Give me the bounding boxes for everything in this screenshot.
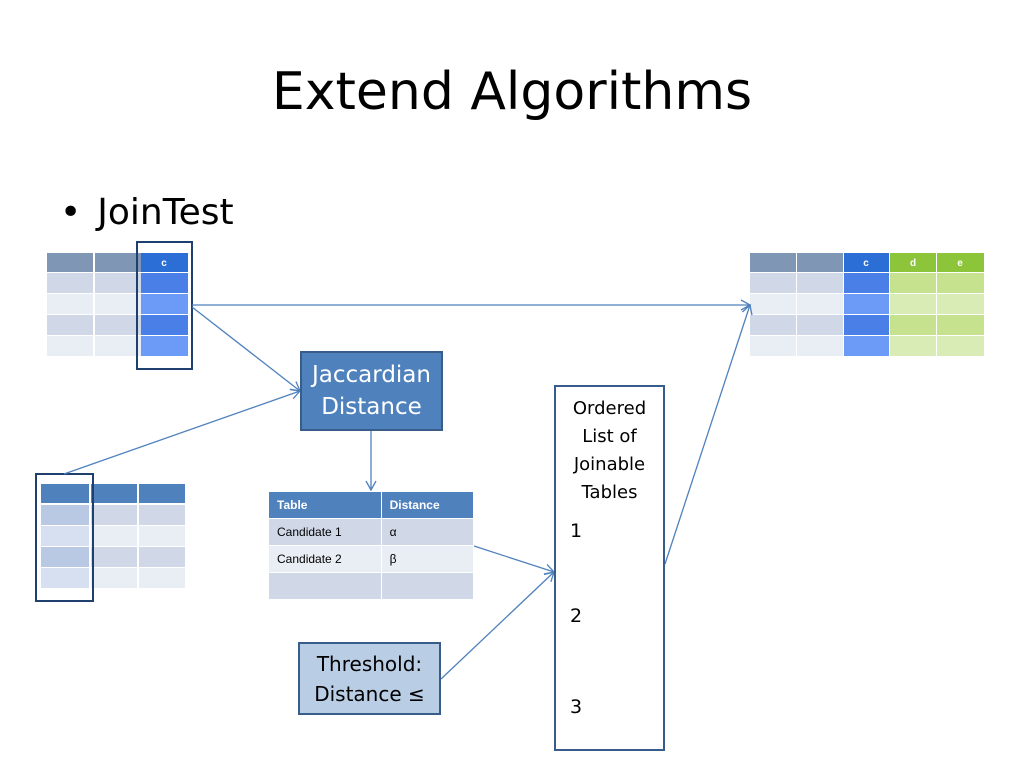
- ordered-label-line: Ordered: [572, 398, 647, 419]
- cell-candidate-name: Candidate 1: [268, 518, 382, 546]
- result-col-d: d: [910, 258, 916, 269]
- table-row: Candidate 1 α: [268, 518, 475, 546]
- threshold-box: Threshold: Distance ≤: [298, 642, 441, 715]
- source-table-col-c: c: [161, 258, 167, 269]
- cell-candidate-distance: [380, 572, 475, 600]
- cell-candidate-name: Candidate 2: [268, 545, 382, 573]
- source-table: c: [47, 241, 193, 370]
- candidates-table: Table Distance Candidate 1 α Candidate 2…: [268, 491, 475, 600]
- result-col-e: e: [957, 258, 963, 269]
- table-row: [268, 572, 475, 600]
- candidate-source-table: [35, 473, 185, 602]
- table-row: Candidate 2 β: [268, 545, 475, 573]
- result-table: c d e: [750, 253, 984, 356]
- threshold-line2: Distance ≤: [314, 681, 425, 706]
- arrow-candidate-to-jaccardian: [63, 388, 302, 475]
- ordered-label-line: Joinable: [573, 454, 646, 475]
- cell-candidate-distance: α: [380, 518, 475, 546]
- col-header-distance: Distance: [380, 491, 475, 519]
- bullet-text: JoinTest: [97, 192, 234, 233]
- rank-2: 2: [570, 605, 583, 627]
- connector-arrows: [63, 299, 753, 680]
- ordered-label-line: Tables: [581, 482, 638, 503]
- jaccardian-distance-box: Jaccardian Distance: [300, 351, 443, 431]
- cell-candidate-distance: β: [380, 545, 475, 573]
- ordered-list-box: Ordered List of Joinable Tables: [554, 385, 665, 751]
- arrow-source-to-jaccardian: [191, 306, 302, 392]
- jaccardian-line1: Jaccardian: [312, 362, 431, 388]
- ordered-list-label: Ordered List of Joinable Tables: [565, 395, 655, 507]
- jaccardian-line2: Distance: [321, 394, 422, 420]
- rank-1: 1: [570, 520, 583, 542]
- slide-title: Extend Algorithms: [271, 62, 753, 122]
- col-header-table: Table: [268, 491, 382, 519]
- bullet-item: • JoinTest: [60, 192, 234, 233]
- arrow-table-to-list: [473, 545, 556, 575]
- cell-candidate-name: [268, 572, 382, 600]
- rank-3: 3: [570, 696, 583, 718]
- result-col-c: c: [863, 258, 869, 269]
- table-header-row: Table Distance: [268, 491, 475, 519]
- bullet-dot: •: [60, 192, 82, 233]
- arrow-list-to-result: [664, 303, 753, 565]
- threshold-line1: Threshold:: [316, 651, 423, 676]
- arrow-threshold-to-list: [440, 571, 555, 680]
- ordered-label-line: List of: [582, 426, 637, 447]
